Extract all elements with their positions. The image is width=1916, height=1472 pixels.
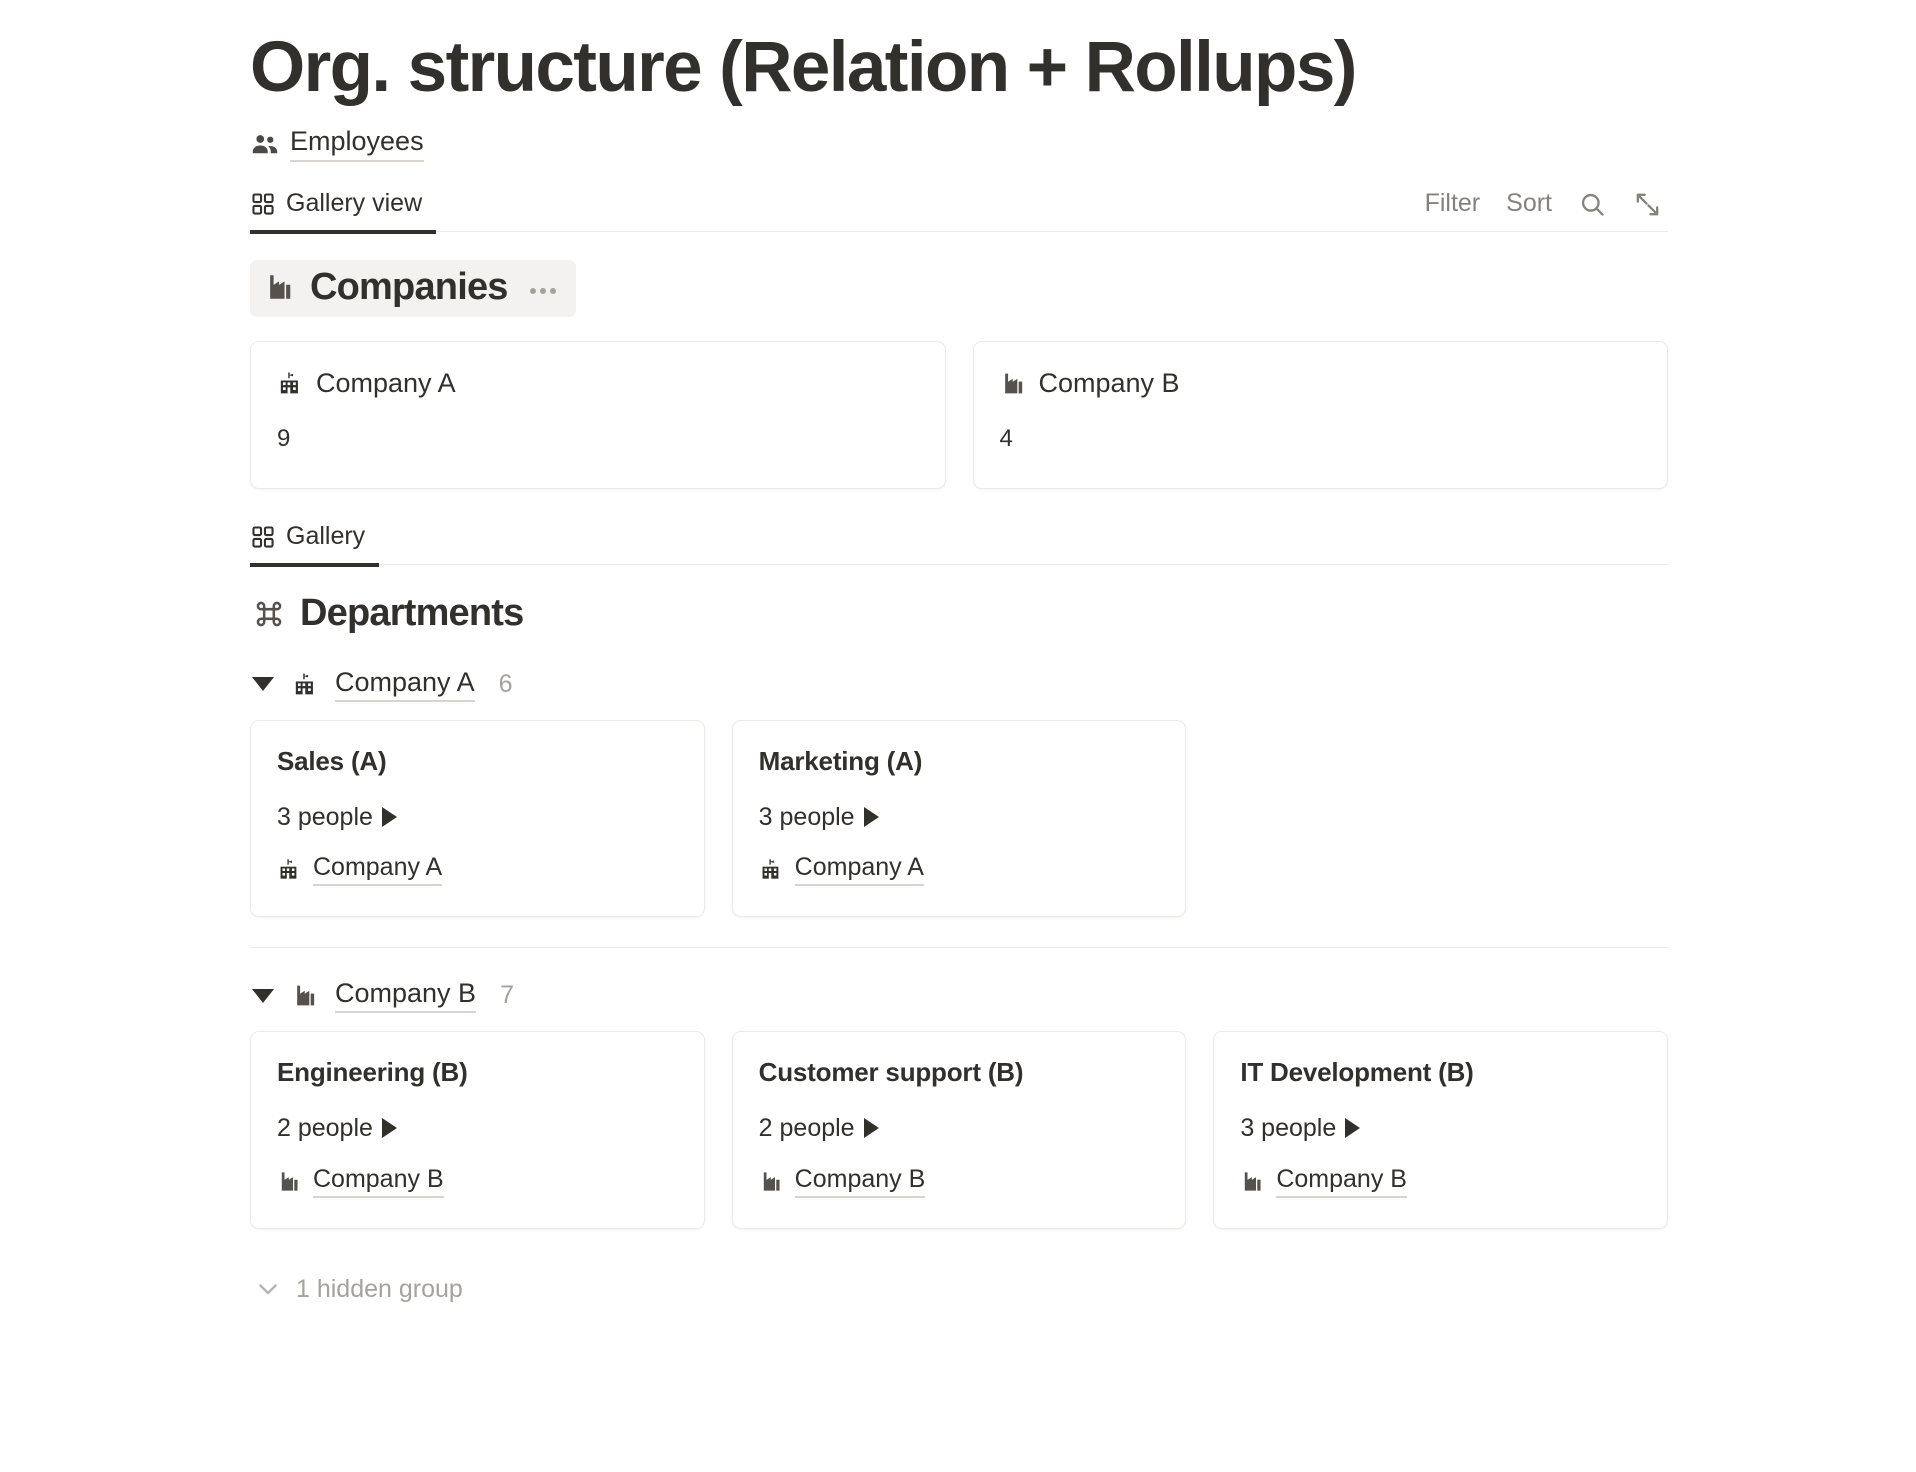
department-card-rollup-text: 3 people xyxy=(758,802,855,831)
departments-view-tools xyxy=(1662,552,1668,564)
gallery-grid-icon xyxy=(250,191,276,217)
caret-down-icon[interactable] xyxy=(252,988,274,1003)
department-card[interactable]: Marketing (A) 3 people xyxy=(731,719,1187,918)
department-card-relation-label[interactable]: Company A xyxy=(794,853,924,887)
expand-diagonal-icon[interactable] xyxy=(1633,190,1662,219)
company-card-rollup-value: 9 xyxy=(277,425,291,453)
hidden-group-toggle[interactable]: 1 hidden group xyxy=(250,1259,1668,1304)
filter-button[interactable]: Filter xyxy=(1424,189,1481,218)
department-card-relation-label[interactable]: Company A xyxy=(313,853,443,887)
companies-database-header[interactable]: Companies xyxy=(250,259,576,318)
gallery-grid-icon xyxy=(250,524,276,550)
department-card-rollup[interactable]: 3 people xyxy=(759,803,1160,832)
factory-icon xyxy=(759,1169,784,1194)
caret-right-icon[interactable] xyxy=(1345,1118,1361,1139)
school-building-icon xyxy=(759,857,784,882)
departments-view-tabs: Gallery xyxy=(250,522,389,567)
page-content: Org. structure (Relation + Rollups) Empl… xyxy=(250,28,1668,1303)
group-count: 6 xyxy=(498,669,513,698)
departments-view-toolbar: Gallery xyxy=(250,522,1668,567)
department-card[interactable]: Sales (A) 3 people xyxy=(250,719,705,918)
ellipsis-icon[interactable] xyxy=(526,288,560,295)
companies-database-title: Companies xyxy=(310,265,508,308)
tab-gallery-view[interactable]: Gallery view xyxy=(250,189,437,234)
factory-icon xyxy=(277,1169,302,1194)
command-icon xyxy=(252,597,286,631)
chevron-down-icon xyxy=(254,1275,282,1303)
company-card-name: Company B xyxy=(1038,368,1180,399)
group-name[interactable]: Company A xyxy=(335,667,475,702)
group-divider xyxy=(250,947,1668,949)
school-building-icon xyxy=(292,671,319,698)
sort-button[interactable]: Sort xyxy=(1506,189,1552,218)
department-card-rollup[interactable]: 3 people xyxy=(277,803,678,832)
grid-spacer xyxy=(1213,720,1668,917)
view-tabs: Gallery view xyxy=(250,189,446,234)
view-tools: Filter Sort xyxy=(1425,190,1668,231)
hidden-group-label: 1 hidden group xyxy=(296,1274,463,1303)
company-card[interactable]: Company B 4 xyxy=(972,341,1668,490)
department-card-rollup[interactable]: 2 people xyxy=(277,1114,678,1143)
department-card-rollup[interactable]: 3 people xyxy=(1240,1114,1641,1143)
caret-down-icon[interactable] xyxy=(252,677,274,692)
department-card-relation[interactable]: Company B xyxy=(277,1165,678,1198)
department-group: Company A 6 Sales (A) 3 people xyxy=(250,661,1668,918)
source-database-link[interactable]: Employees xyxy=(250,126,1668,162)
department-card[interactable]: Engineering (B) 2 people Company B xyxy=(250,1031,705,1229)
group-count: 7 xyxy=(500,981,514,1010)
departments-database-title: Departments xyxy=(300,591,524,634)
tab-gallery[interactable]: Gallery xyxy=(250,522,380,567)
people-icon xyxy=(250,129,280,159)
department-card-title: Sales (A) xyxy=(277,745,387,776)
factory-icon xyxy=(264,271,296,303)
school-building-icon xyxy=(277,857,302,882)
caret-right-icon[interactable] xyxy=(381,1118,397,1139)
company-card-rollup-value: 4 xyxy=(999,425,1013,453)
companies-gallery: Company A 9 Company B 4 xyxy=(250,341,1668,490)
department-gallery: Sales (A) 3 people xyxy=(250,719,1668,918)
department-card-relation[interactable]: Company B xyxy=(1240,1165,1641,1198)
department-gallery: Engineering (B) 2 people Company B xyxy=(250,1031,1668,1229)
department-card-rollup-text: 3 people xyxy=(277,802,373,831)
group-header[interactable]: Company A 6 xyxy=(250,661,1668,720)
company-card-title-row: Company A xyxy=(277,368,919,399)
group-name[interactable]: Company B xyxy=(335,978,477,1014)
factory-icon xyxy=(1000,370,1027,397)
department-card-title: Engineering (B) xyxy=(277,1057,468,1088)
department-card-relation[interactable]: Company A xyxy=(759,853,1160,887)
department-card[interactable]: Customer support (B) 2 people Company B xyxy=(731,1031,1187,1229)
department-card-relation-label[interactable]: Company B xyxy=(1276,1165,1407,1198)
department-group: Company B 7 Engineering (B) 2 people xyxy=(250,972,1668,1229)
tab-gallery-label: Gallery xyxy=(286,522,366,551)
departments-database-header[interactable]: Departments xyxy=(250,591,1668,635)
department-card-relation[interactable]: Company A xyxy=(277,853,678,887)
page-title: Org. structure (Relation + Rollups) xyxy=(250,28,1357,107)
caret-right-icon[interactable] xyxy=(863,806,879,827)
company-card-title-row: Company B xyxy=(1000,368,1642,399)
school-building-icon xyxy=(277,370,304,397)
department-card-rollup-text: 3 people xyxy=(1240,1114,1337,1143)
source-database-label: Employees xyxy=(290,126,424,162)
caret-right-icon[interactable] xyxy=(863,1118,879,1139)
department-card[interactable]: IT Development (B) 3 people Company B xyxy=(1213,1031,1668,1229)
group-header[interactable]: Company B 7 xyxy=(250,972,1668,1031)
tab-gallery-view-label: Gallery view xyxy=(286,189,423,218)
caret-right-icon[interactable] xyxy=(381,806,397,827)
department-card-rollup[interactable]: 2 people xyxy=(759,1114,1160,1143)
department-card-rollup-text: 2 people xyxy=(277,1114,373,1143)
department-card-relation-label[interactable]: Company B xyxy=(313,1165,444,1198)
department-card-relation[interactable]: Company B xyxy=(759,1165,1160,1198)
company-card-name: Company A xyxy=(316,368,456,399)
department-card-title: Marketing (A) xyxy=(758,745,923,776)
department-card-title: IT Development (B) xyxy=(1240,1057,1474,1088)
factory-icon xyxy=(292,982,319,1009)
company-card[interactable]: Company A 9 xyxy=(250,341,946,490)
department-card-rollup-text: 2 people xyxy=(758,1114,855,1143)
department-card-title: Customer support (B) xyxy=(758,1057,1024,1088)
search-icon[interactable] xyxy=(1578,190,1607,219)
department-card-relation-label[interactable]: Company B xyxy=(794,1165,926,1198)
factory-icon xyxy=(1240,1169,1265,1194)
view-toolbar: Gallery view Filter Sort xyxy=(250,189,1668,234)
